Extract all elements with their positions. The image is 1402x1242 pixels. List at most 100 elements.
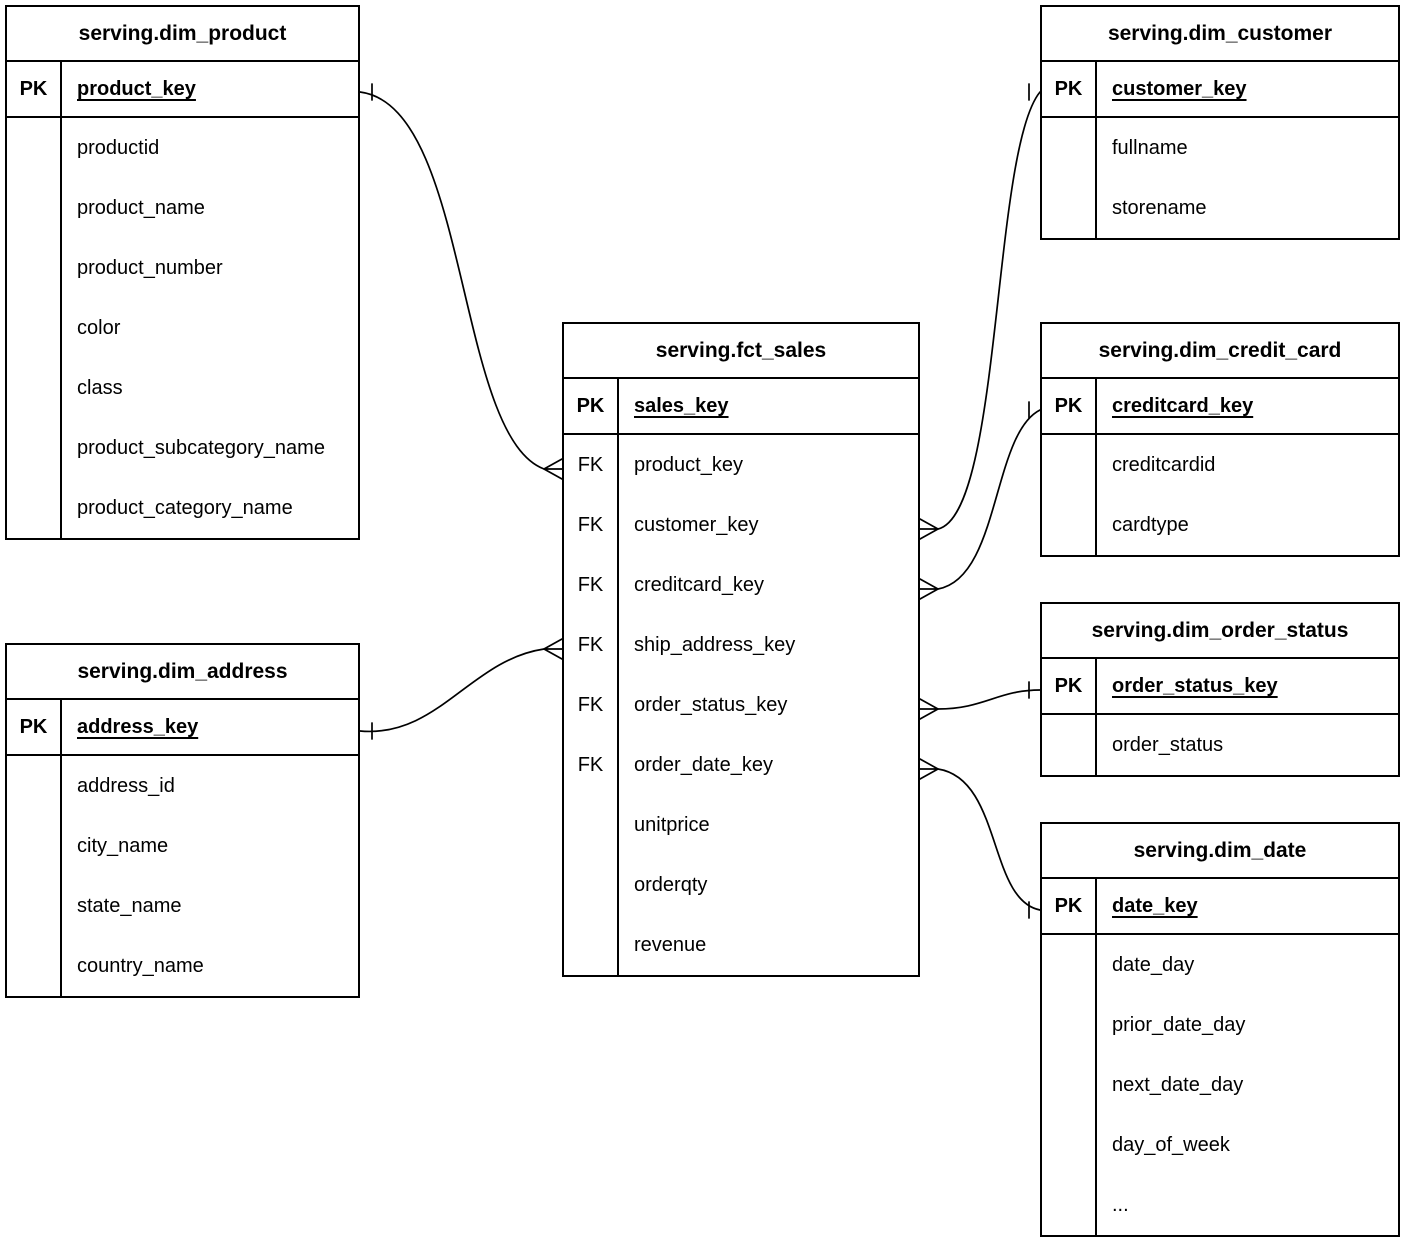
cardinality-many-crowfoot [919,518,939,540]
field-name: orderqty [619,855,918,915]
field-row: fullname [1042,118,1398,178]
field-row: day_of_week [1042,1115,1398,1175]
key-badge [1042,118,1097,178]
field-name-text: unitprice [634,814,710,836]
field-name: product_name [62,178,358,238]
field-name-text: prior_date_day [1112,1014,1246,1036]
field-name: next_date_day [1097,1055,1398,1115]
key-badge: FK [564,735,619,795]
key-badge [1042,1115,1097,1175]
field-row: cardtype [1042,495,1398,555]
pk-field-name: product_key [77,78,196,100]
key-badge [564,915,619,975]
field-name: ... [1097,1175,1398,1235]
field-name-text: next_date_day [1112,1074,1244,1096]
field-name: product_key [619,435,918,495]
key-badge [7,936,62,996]
wire [937,768,1041,911]
field-row: prior_date_day [1042,995,1398,1055]
table-title: serving.dim_address [7,645,358,700]
key-badge [7,418,62,478]
key-badge [7,298,62,358]
pk-row: PK address_key [7,700,358,756]
field-name: cardtype [1097,495,1398,555]
key-badge: FK [564,675,619,735]
pk-field-name: address_key [77,716,199,738]
pk-badge: PK [1042,379,1097,433]
table-title: serving.dim_credit_card [1042,324,1398,379]
field-name-text: revenue [634,934,707,956]
relationship-product-sales [359,83,563,480]
field-name: product_number [62,238,358,298]
field-name: creditcard_key [619,555,918,615]
key-badge [1042,495,1097,555]
field-name: unitprice [619,795,918,855]
key-badge [1042,435,1097,495]
relationship-sales-date [919,758,1041,919]
pk-badge: PK [7,700,62,754]
relationship-sales-credit-card [919,401,1041,600]
table-title: serving.dim_customer [1042,7,1398,62]
field-row: date_day [1042,935,1398,995]
field-row: order_status [1042,715,1398,775]
field-name-text: product_category_name [77,497,293,519]
field-name: country_name [62,936,358,996]
cardinality-many-crowfoot [543,458,563,480]
pk-field-name: order_status_key [1112,675,1278,697]
field-name-text: productid [77,137,160,159]
key-badge [1042,178,1097,238]
field-row: product_subcategory_name [7,418,358,478]
field-name: storename [1097,178,1398,238]
wire [937,689,1041,710]
pk-row: PK order_status_key [1042,659,1398,715]
field-row: revenue [564,915,918,975]
field-name-text: class [77,377,123,399]
field-name: order_date_key [619,735,918,795]
pk-row: PK sales_key [564,379,918,435]
entity-dim-product: serving.dim_product PK product_key produ… [5,5,360,540]
pk-row: PK customer_key [1042,62,1398,118]
pk-field-name: customer_key [1112,78,1247,100]
key-badge [1042,995,1097,1055]
pk-badge: PK [564,379,619,433]
field-name: productid [62,118,358,178]
relationship-sales-customer [919,83,1041,540]
field-name: ship_address_key [619,615,918,675]
key-badge [7,178,62,238]
field-name: product_subcategory_name [62,418,370,478]
cardinality-many-crowfoot [919,578,939,600]
key-badge: FK [564,495,619,555]
pk-badge: PK [1042,879,1097,933]
field-name-text: product_key [634,454,743,476]
table-title: serving.dim_date [1042,824,1398,879]
key-badge [1042,935,1097,995]
field-name-text: fullname [1112,137,1188,159]
key-badge [1042,715,1097,775]
cardinality-many-crowfoot [919,758,939,780]
field-list: date_day prior_date_day next_date_day day_o… [1042,935,1398,1235]
field-name: address_id [62,756,358,816]
field-row: color [7,298,358,358]
cardinality-many-crowfoot [919,698,939,720]
entity-dim-customer: serving.dim_customer PK customer_key ful… [1040,5,1400,240]
entity-dim-address: serving.dim_address PK address_key addre… [5,643,360,998]
field-row: creditcardid [1042,435,1398,495]
table-title: serving.fct_sales [564,324,918,379]
field-row: unitprice [564,795,918,855]
key-badge [1042,1055,1097,1115]
key-badge [7,478,62,538]
pk-field-name: sales_key [634,395,729,417]
key-badge [7,358,62,418]
pk-row: PK product_key [7,62,358,118]
field-name-text: customer_key [634,514,759,536]
field-name: state_name [62,876,358,936]
